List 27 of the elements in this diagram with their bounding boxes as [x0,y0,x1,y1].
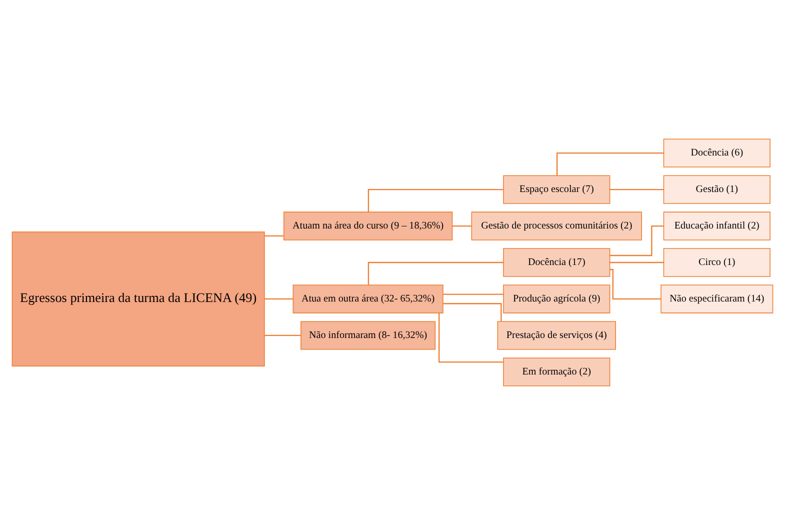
connector [264,298,294,300]
node-box: Prestação de serviços (4) [497,320,616,350]
connector [264,234,284,236]
node-box: Não informaram (8- 16,32%) [300,320,436,350]
node-box: Não especificaram (14) [660,284,774,313]
node-box: Em formação (2) [503,357,610,386]
connector [368,261,504,284]
node-box: Docência (6) [663,138,770,167]
node-box: Egressos primeira da turma da LICENA (49) [12,230,265,366]
node-box: Gestão de processos comunitários (2) [471,211,642,240]
connector [368,188,504,212]
connector [610,261,664,263]
connector [438,312,504,362]
node-box: Gestão (1) [663,174,770,204]
connector [264,334,301,336]
connector [610,188,664,190]
connector [556,152,664,176]
node-box: Produção agrícola (9) [503,284,610,313]
node-box: Educação infantil (2) [663,211,770,240]
node-box: Atuam na área do curso (9 – 18,36%) [283,211,453,240]
connector [452,224,472,226]
node-box: Circo (1) [663,248,770,276]
node-box: Atua em outra área (32- 65,32%) [292,284,444,313]
connector [610,268,661,300]
node-box: Espaço escolar (7) [503,174,610,204]
node-box: Docência (17) [503,248,610,276]
connector [443,293,504,294]
